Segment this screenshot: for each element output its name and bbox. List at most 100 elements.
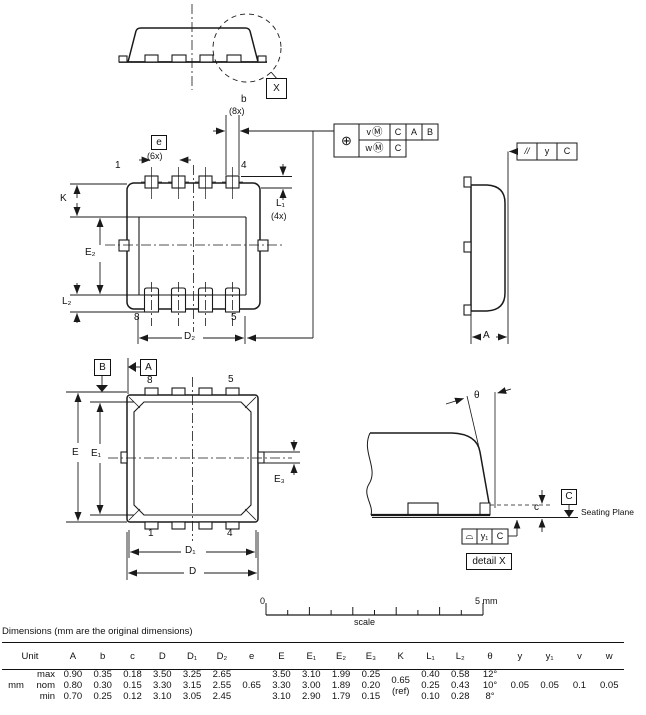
position-datum-c2: C bbox=[394, 143, 402, 153]
datum-b-box: B bbox=[94, 359, 111, 376]
table-cell: 0.05 bbox=[510, 680, 530, 692]
detail-x-ref: X bbox=[273, 82, 280, 94]
table-cell: 0.30 bbox=[93, 680, 112, 692]
table-header-cell: c bbox=[130, 650, 135, 662]
table-header-cell: D₁ bbox=[187, 650, 198, 662]
datum-b: B bbox=[99, 361, 106, 373]
table-header-unit: Unit bbox=[21, 650, 39, 662]
position-datum-c1: C bbox=[394, 126, 402, 137]
pin-number-5-bottom-view: 5 bbox=[228, 374, 234, 385]
table-cell: 0.05 bbox=[540, 680, 559, 692]
table-cell: 3.25 bbox=[182, 669, 202, 681]
table-cell: 3.05 bbox=[182, 691, 202, 703]
table-header-cell: D₂ bbox=[216, 650, 228, 662]
table-cell: 0.25 bbox=[361, 669, 381, 681]
table-cell: 3.10 bbox=[272, 691, 291, 703]
label-l2: L₂ bbox=[62, 296, 72, 307]
label-theta: θ bbox=[474, 390, 480, 401]
table-cell: 0.35 bbox=[93, 669, 112, 681]
label-e3: E₃ bbox=[274, 474, 285, 485]
side-view bbox=[463, 176, 508, 344]
mmc-icon: Ⓜ bbox=[372, 125, 383, 138]
label-b: b bbox=[241, 94, 247, 105]
table-cell: 12° bbox=[482, 669, 498, 681]
detail-x-caption: detail X bbox=[472, 555, 506, 567]
parallelism-frame bbox=[507, 142, 578, 344]
mmc-icon: Ⓜ bbox=[373, 142, 384, 155]
table-cell: 0.58 bbox=[451, 669, 470, 681]
table-cell: 0.25 bbox=[421, 680, 440, 692]
detail-x-ref-box: X bbox=[266, 78, 287, 99]
table-header-cell: L₂ bbox=[455, 650, 465, 662]
position-datum-b: B bbox=[426, 126, 433, 137]
bottom-view bbox=[66, 358, 300, 580]
label-seating-plane: Seating Plane bbox=[581, 507, 634, 517]
top-view-dimensions bbox=[70, 115, 334, 344]
label-e-box: e bbox=[151, 135, 167, 150]
table-cell: 2.45 bbox=[212, 691, 232, 703]
profile-datum: C bbox=[496, 531, 504, 541]
table-cell: 0.28 bbox=[451, 691, 470, 703]
table-header-cell: A bbox=[69, 650, 77, 662]
table-cell: 3.00 bbox=[302, 680, 321, 692]
table-header-cell: y₁ bbox=[545, 650, 554, 662]
scale-caption: scale bbox=[354, 617, 376, 627]
datum-a: A bbox=[145, 361, 152, 373]
table-row-label: nom bbox=[36, 680, 55, 692]
position-frame bbox=[333, 123, 439, 158]
pin-number-8-bottom-view: 8 bbox=[147, 375, 153, 386]
table-cell: 0.15 bbox=[123, 680, 142, 692]
table-cell: 0.40 bbox=[421, 669, 440, 681]
table-cell: 3.50 bbox=[153, 669, 172, 681]
table-cell: 0.12 bbox=[123, 691, 142, 703]
table-cell: 3.15 bbox=[182, 680, 202, 692]
table-cell: 1.99 bbox=[331, 669, 351, 681]
label-e1: E₁ bbox=[91, 448, 102, 459]
table-cell: 0.90 bbox=[63, 669, 83, 681]
table-cell: 3.10 bbox=[153, 691, 172, 703]
table-cell: 1.89 bbox=[331, 680, 351, 692]
table-cell: 8° bbox=[485, 691, 495, 703]
table-cell: 0.25 bbox=[93, 691, 112, 703]
table-cell: 0.65(ref) bbox=[391, 675, 410, 697]
table-row-label: min bbox=[39, 691, 55, 703]
table-header-cell: v bbox=[577, 650, 582, 662]
datum-c: C bbox=[565, 491, 573, 502]
table-header-cell: w bbox=[605, 650, 613, 662]
table-header-cell: K bbox=[397, 650, 404, 662]
dimensions-section: Dimensions (mm are the original dimensio… bbox=[2, 626, 625, 704]
label-d: D bbox=[189, 566, 197, 577]
parallelism-tol: y bbox=[544, 146, 550, 156]
table-cell: 3.30 bbox=[153, 680, 172, 692]
pin-number-5-top-view: 5 bbox=[231, 312, 237, 323]
label-d1: D₁ bbox=[185, 545, 196, 556]
datum-c-box: C bbox=[561, 489, 577, 505]
label-e: e bbox=[156, 136, 162, 148]
parallelism-datum: C bbox=[563, 146, 571, 156]
table-cell: 0.43 bbox=[451, 680, 470, 692]
top-view bbox=[105, 165, 285, 332]
table-header-cell: E₃ bbox=[365, 650, 376, 662]
pin-number-8-top-view: 8 bbox=[134, 312, 140, 323]
table-header-cell: E₁ bbox=[306, 650, 317, 662]
table-cell: 2.90 bbox=[302, 691, 321, 703]
table-row: nom 0.80 0.30 0.15 3.30 3.15 2.55 3.30 3.00 1.89 0… bbox=[2, 681, 624, 692]
table-cell: 2.55 bbox=[212, 680, 232, 692]
scale-end-label: 5 mm bbox=[475, 596, 498, 606]
table-cell: 0.80 bbox=[63, 680, 83, 692]
position-datum-a: A bbox=[410, 126, 417, 137]
table-header-cell: e bbox=[249, 650, 255, 662]
table-cell: 10° bbox=[482, 680, 498, 692]
detail-x-caption-box: detail X bbox=[466, 553, 512, 570]
label-b-count: (8x) bbox=[229, 106, 245, 116]
datum-a-box: A bbox=[140, 359, 157, 376]
table-cell: 0.05 bbox=[599, 680, 619, 692]
dimensions-title: Dimensions (mm are the original dimensio… bbox=[2, 626, 193, 637]
table-cell: 3.30 bbox=[272, 680, 291, 692]
label-e-dim: E bbox=[72, 447, 79, 458]
table-header-cell: L₁ bbox=[426, 650, 435, 662]
pin-number-1-bottom-view: 1 bbox=[148, 528, 154, 539]
